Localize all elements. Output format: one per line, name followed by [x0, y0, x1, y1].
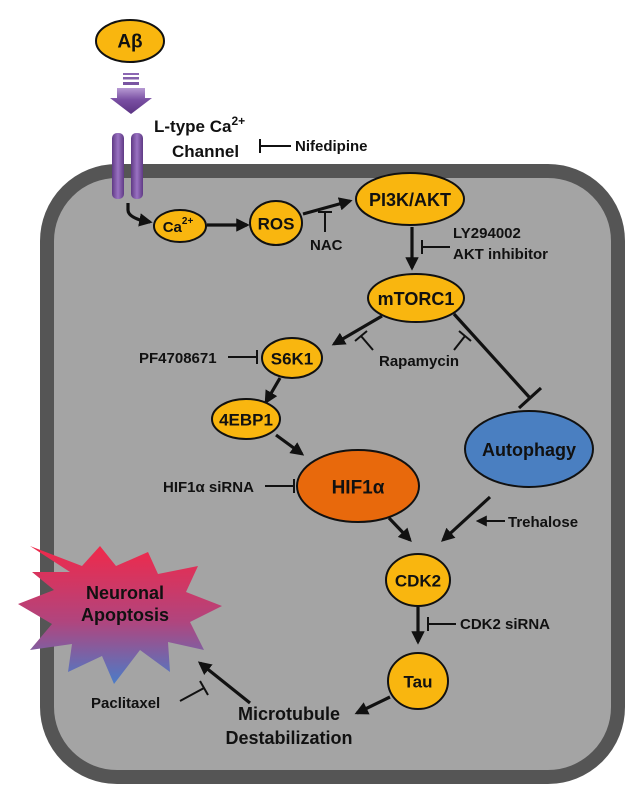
channel-label-line1: L-type Ca2+	[154, 114, 245, 136]
inhibitor-cdk2-sirna: CDK2 siRNA	[460, 616, 550, 633]
edge-mtorc1-s6k1	[331, 314, 383, 346]
node-apoptosis-line2: Apoptosis	[81, 605, 169, 625]
edge-microtubule-apoptosis	[197, 661, 251, 705]
cdk2-sirna-inhibition	[427, 617, 456, 631]
node-autophagy	[464, 410, 594, 488]
ly294002-inhibition	[421, 240, 450, 254]
node-apoptosis-line1: Neuronal	[86, 583, 164, 603]
node-cdk2	[385, 553, 451, 607]
node-tau-label: Tau	[404, 673, 433, 692]
inhibitor-trehalose: Trehalose	[508, 514, 578, 531]
nifedipine-inhibition	[259, 139, 291, 153]
node-mtorc1-label: mTORC1	[378, 289, 455, 309]
edge-autophagy-cdk2	[441, 495, 492, 542]
node-abeta-label: Aβ	[117, 32, 142, 53]
channel-label-line2: Channel	[172, 142, 239, 161]
edge-hif1a-cdk2	[387, 516, 412, 542]
inhibitor-nac: NAC	[310, 237, 343, 254]
inhibitor-paclitaxel: Paclitaxel	[91, 695, 160, 712]
edge-s6k1-4ebp1	[264, 377, 282, 405]
node-s6k1-label: S6K1	[271, 350, 314, 369]
pf4708671-inhibition	[228, 350, 258, 364]
outcome-line2: Destabilization	[225, 728, 352, 748]
edge-tau-microtubule	[354, 695, 391, 715]
node-cdk2-label: CDK2	[395, 572, 441, 591]
node-pi3k-akt-label: PI3K/AKT	[369, 190, 451, 210]
node-4ebp1	[211, 398, 281, 440]
l-type-calcium-channel	[112, 133, 143, 199]
edge-channel-ca	[126, 203, 153, 227]
rapamycin-inhibition	[354, 330, 472, 351]
node-4ebp1-label: 4EBP1	[219, 411, 273, 430]
node-hif1a	[296, 449, 420, 523]
node-abeta	[95, 19, 165, 63]
inhibitor-nifedipine: Nifedipine	[295, 138, 368, 155]
edge-4ebp1-hif1a	[275, 433, 305, 456]
outcome-line1: Microtubule	[238, 704, 340, 724]
inhibitor-rapamycin: Rapamycin	[379, 353, 459, 370]
inhibitor-akt-inhibitor: AKT inhibitor	[453, 246, 548, 263]
nac-inhibition	[318, 211, 332, 232]
node-ros-label: ROS	[258, 215, 295, 234]
node-autophagy-label: Autophagy	[482, 440, 576, 460]
node-mtorc1	[367, 273, 465, 323]
edge-ros-pi3k	[302, 197, 353, 216]
paclitaxel-inhibition	[179, 680, 209, 702]
node-hif1a-label: HIF1α	[332, 478, 385, 499]
inhibitor-ly294002: LY294002	[453, 225, 521, 242]
neuronal-apoptosis-burst	[18, 546, 222, 684]
node-pi3k-akt	[355, 172, 465, 226]
inhibitor-pf4708671: PF4708671	[139, 350, 217, 367]
node-ros	[249, 200, 303, 246]
node-s6k1	[261, 337, 323, 379]
hif1a-sirna-inhibition	[265, 479, 295, 493]
abeta-entry-arrow	[110, 73, 152, 114]
node-tau	[387, 652, 449, 710]
node-ca	[153, 209, 207, 243]
mtorc1-inhibits-autophagy	[452, 312, 543, 410]
node-ca-label: Ca2+	[163, 216, 194, 236]
inhibitor-hif1a-sirna: HIF1α siRNA	[163, 479, 254, 496]
